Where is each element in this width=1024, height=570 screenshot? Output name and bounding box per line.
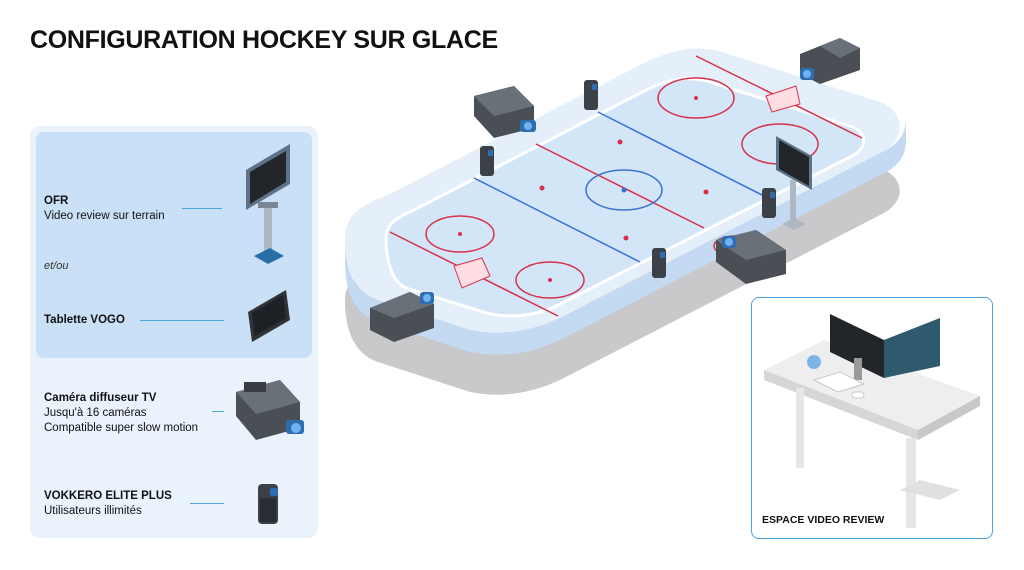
ofr-connector bbox=[182, 208, 222, 209]
goal-left bbox=[453, 257, 491, 289]
camera-description-2: Compatible super slow motion bbox=[44, 422, 199, 434]
vokkero-description: Utilisateurs illimités bbox=[44, 505, 142, 517]
rink-ofr-monitor-icon bbox=[776, 136, 812, 230]
goal-right bbox=[765, 85, 801, 113]
tablet-icon bbox=[248, 290, 290, 342]
legend-camera: Caméra diffuseur TV Jusqu'à 16 caméras C… bbox=[44, 391, 198, 436]
tv-camera-icon bbox=[236, 380, 304, 440]
rink-tv-camera-icon bbox=[370, 38, 860, 342]
ofr-monitor-icon bbox=[246, 144, 290, 264]
review-area-label: ESPACE VIDEO REVIEW bbox=[762, 514, 885, 526]
legend-or-separator: et/ou bbox=[44, 260, 69, 272]
rink-vokkero-device-icon bbox=[480, 80, 776, 278]
vokkero-device-icon bbox=[258, 484, 278, 524]
ofr-description: Video review sur terrain bbox=[44, 210, 165, 222]
vokkero-title: VOKKERO ELITE PLUS bbox=[44, 490, 172, 502]
review-desk-illustration bbox=[764, 314, 980, 528]
tablet-connector bbox=[140, 320, 224, 321]
ofr-title: OFR bbox=[44, 195, 69, 207]
vokkero-connector bbox=[190, 503, 224, 504]
legend-vokkero: VOKKERO ELITE PLUS Utilisateurs illimité… bbox=[44, 489, 172, 519]
legend-ofr: OFR Video review sur terrain bbox=[44, 194, 165, 224]
tablet-title: Tablette VOGO bbox=[44, 314, 125, 326]
legend-tablet: Tablette VOGO bbox=[44, 313, 125, 328]
camera-title: Caméra diffuseur TV bbox=[44, 392, 157, 404]
camera-description-1: Jusqu'à 16 caméras bbox=[44, 407, 147, 419]
ice-rink bbox=[345, 48, 906, 395]
page-title: CONFIGURATION HOCKEY SUR GLACE bbox=[30, 26, 498, 54]
camera-connector bbox=[212, 411, 224, 412]
